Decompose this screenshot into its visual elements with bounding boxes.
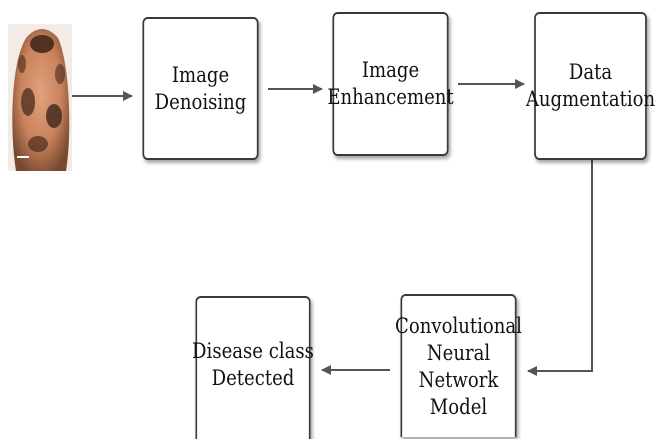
box-label-line: Convolutional bbox=[395, 313, 522, 338]
data-augmentation-box: Data Augmentation bbox=[526, 12, 655, 160]
box-label-line: Denoising bbox=[154, 89, 247, 114]
box-label-line: Image bbox=[171, 62, 230, 87]
disease-class-detected-box: Disease class Detected bbox=[192, 296, 314, 439]
box-label-line: Enhancement bbox=[327, 85, 454, 109]
image-enhancement-box: Image Enhancement bbox=[327, 12, 454, 156]
image-denoising-box: Image Denoising bbox=[142, 17, 259, 160]
cnn-model-box: Convolutional Neural Network Model bbox=[395, 294, 522, 437]
scalp-photo bbox=[8, 24, 72, 171]
box-label-line: Network bbox=[418, 367, 499, 392]
box-label-line: Disease class bbox=[192, 339, 314, 363]
box-label-line: Model bbox=[429, 394, 488, 419]
box-label-line: Image bbox=[361, 58, 420, 82]
box-label-line: Detected bbox=[211, 366, 295, 390]
arrow-augmentation-to-cnn bbox=[527, 160, 593, 376]
box-label-line: Augmentation bbox=[525, 87, 656, 111]
box-label-line: Data bbox=[568, 60, 613, 84]
box-label-line: Neural bbox=[426, 340, 491, 365]
